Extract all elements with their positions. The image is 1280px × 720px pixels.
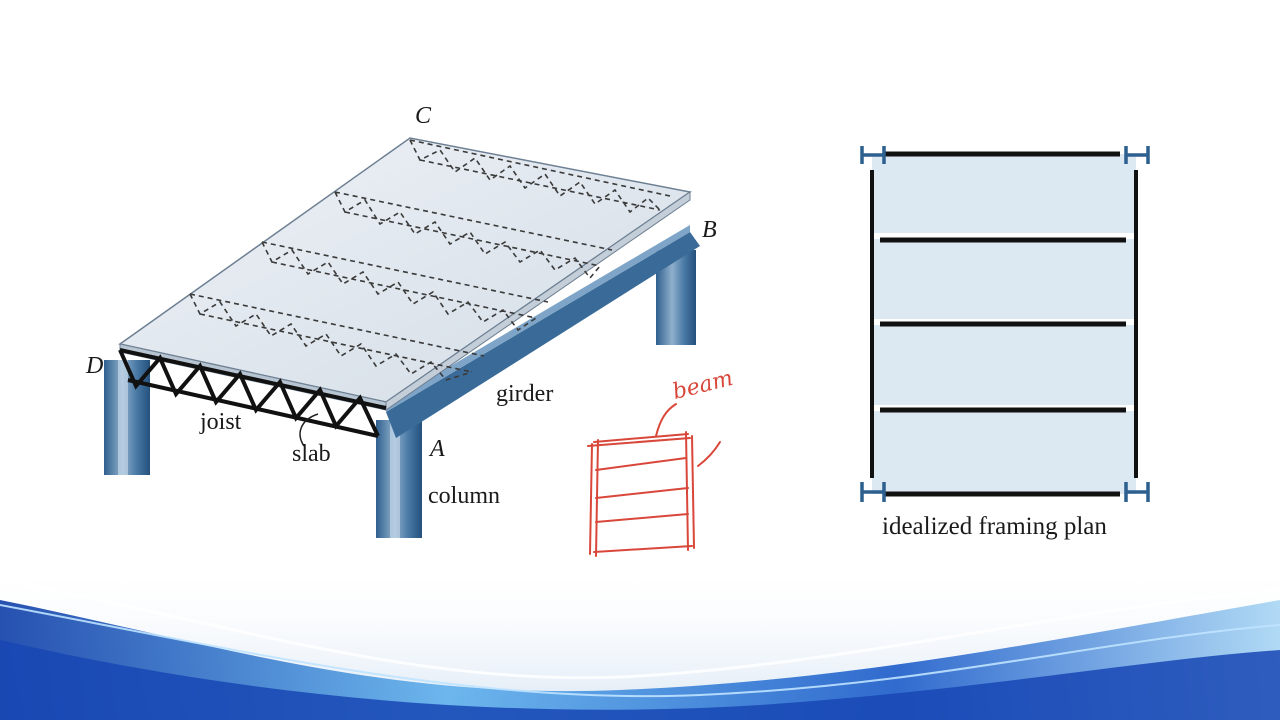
front-joist <box>118 348 387 438</box>
framing-plan <box>860 146 1150 502</box>
plan-caption: idealized framing plan <box>882 513 1107 540</box>
handdrawn-beam-sketch <box>587 403 721 557</box>
framing-diagram <box>104 137 700 538</box>
point-c-label: C <box>415 103 432 129</box>
hidden-joists <box>189 139 671 381</box>
column-a <box>376 420 422 538</box>
girder <box>386 232 700 438</box>
point-b-label: B <box>702 217 717 243</box>
slab-leader <box>299 413 319 447</box>
column-label: column <box>428 483 500 509</box>
point-d-label: D <box>86 353 104 379</box>
slab-label: slab <box>292 441 331 467</box>
girder-label: girder <box>496 381 554 407</box>
joist-label: joist <box>200 409 242 435</box>
point-a-label: A <box>430 436 445 462</box>
plan-column-symbols <box>860 146 1150 502</box>
